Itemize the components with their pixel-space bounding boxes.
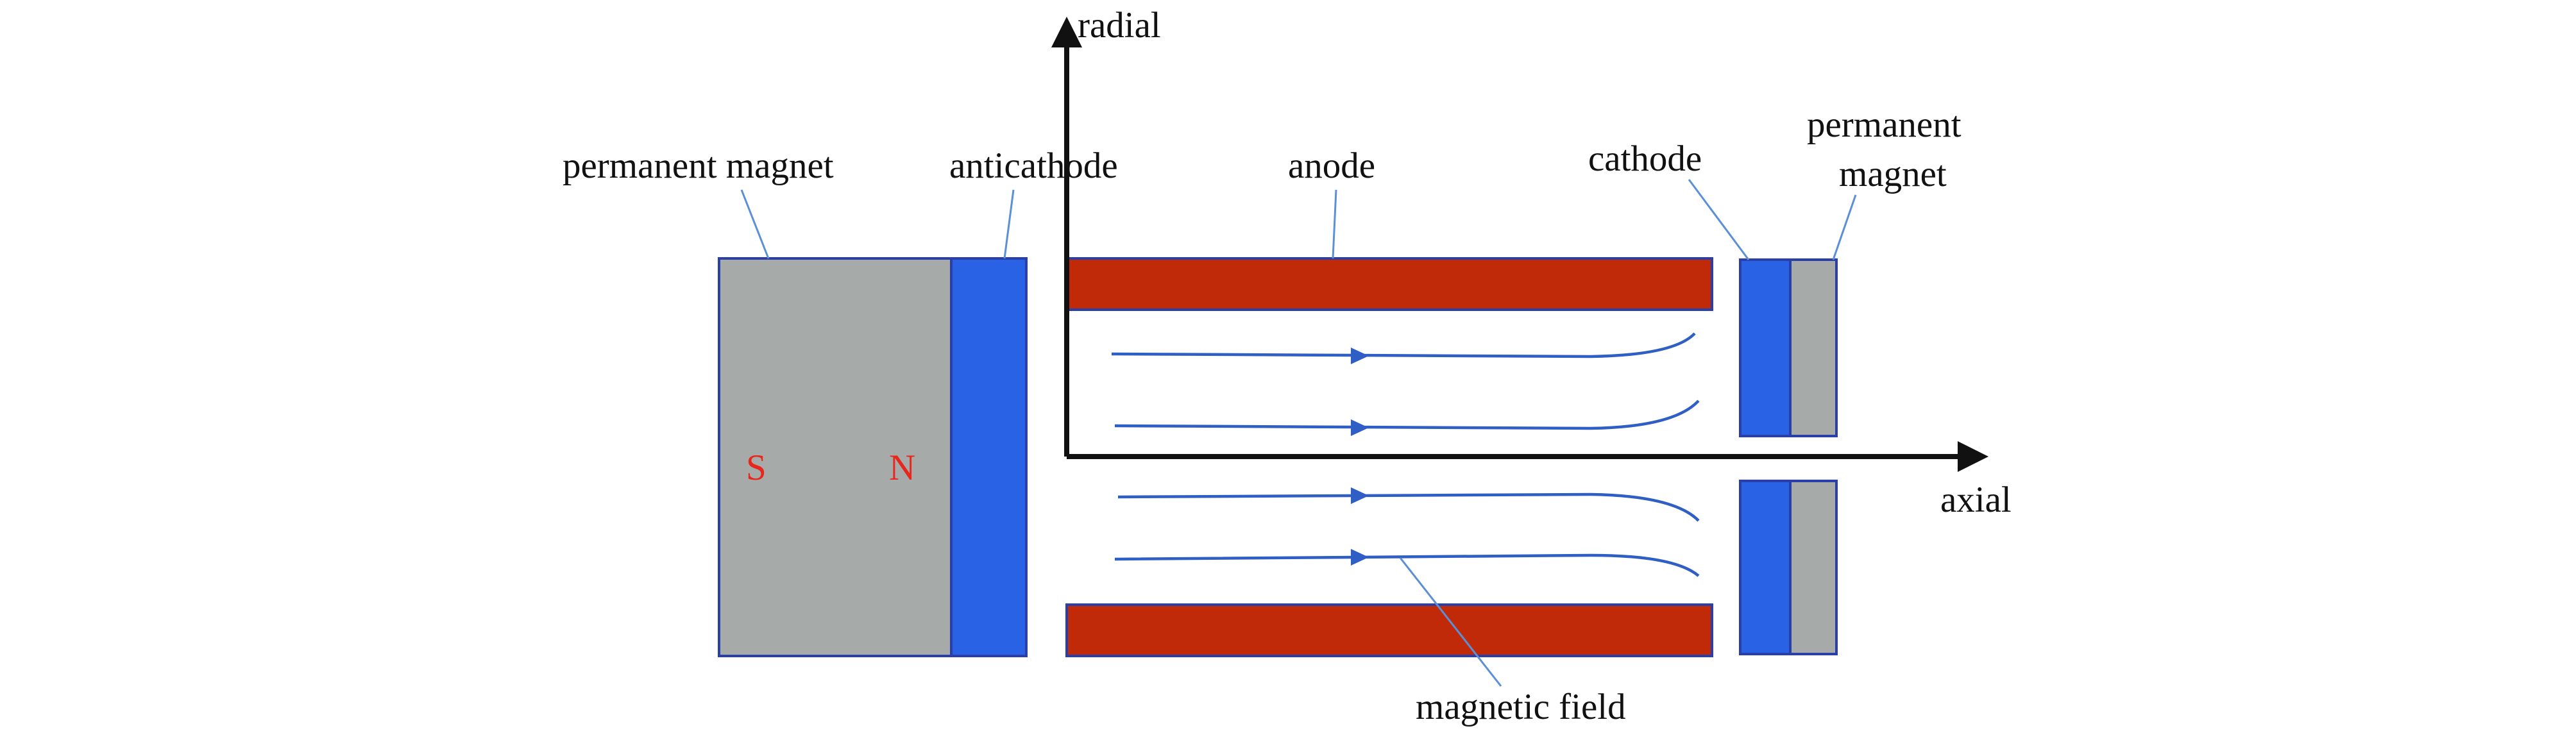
right-permanent-magnet-top — [1789, 258, 1838, 437]
radial-axis-label: radial — [1078, 5, 1161, 46]
north-pole-label: N — [889, 448, 915, 488]
axial-axis-label: axial — [1940, 480, 2012, 520]
field-arrow-4 — [1351, 549, 1369, 566]
magnetic-field-label: magnetic field — [1416, 687, 1626, 727]
right-permanent-magnet-label-line1: permanent — [1807, 105, 1962, 145]
leader-magnetic-field — [1399, 557, 1502, 687]
anode-bottom — [1065, 603, 1713, 657]
south-pole-label: S — [746, 448, 767, 488]
anticathode-label: anticathode — [949, 146, 1118, 186]
magnetic-field-lines — [1111, 332, 1700, 577]
cathode-top — [1739, 258, 1792, 437]
leader-right-magnet — [1832, 194, 1857, 260]
field-arrow-3 — [1351, 487, 1369, 504]
field-line-4 — [1114, 553, 1700, 577]
field-line-1 — [1111, 332, 1696, 358]
right-permanent-magnet-label-line2: magnet — [1839, 154, 1947, 194]
anticathode-plate — [950, 257, 1028, 657]
leader-anticathode — [1003, 189, 1015, 259]
field-line-3 — [1117, 492, 1700, 522]
field-arrow-1 — [1351, 348, 1369, 364]
cathode-label: cathode — [1588, 139, 1702, 179]
left-permanent-magnet — [718, 257, 953, 657]
field-arrow-2 — [1351, 419, 1369, 436]
leader-anode — [1332, 189, 1337, 259]
leader-left-magnet — [740, 189, 770, 259]
leader-cathode — [1688, 179, 1750, 260]
field-line-2 — [1114, 399, 1700, 430]
cathode-bottom — [1739, 480, 1792, 655]
left-permanent-magnet-label: permanent magnet — [563, 146, 834, 186]
right-permanent-magnet-bottom — [1789, 480, 1838, 655]
anode-top — [1065, 257, 1713, 311]
anode-label: anode — [1288, 146, 1375, 186]
